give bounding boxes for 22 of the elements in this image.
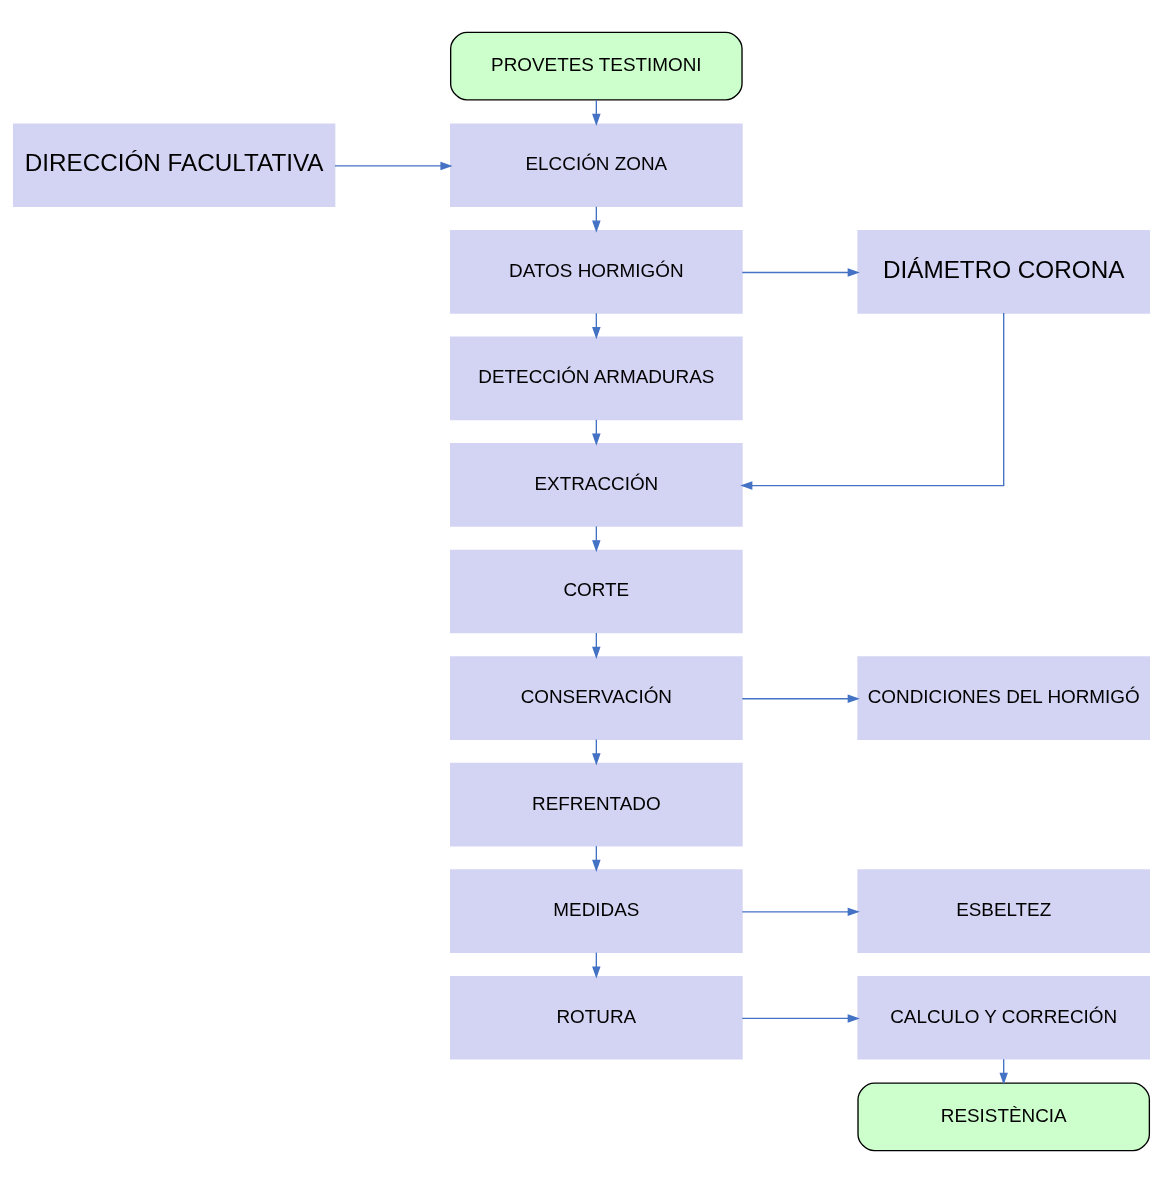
node-box: EXTRACCIÓN bbox=[450, 443, 743, 527]
node-box: DATOS HORMIGÓN bbox=[450, 230, 743, 314]
node-box: ELCCIÓN ZONA bbox=[450, 123, 743, 208]
node-box: PROVETES TESTIMONI bbox=[450, 31, 743, 101]
node-box: DIÁMETRO CORONA bbox=[857, 230, 1151, 314]
node-box: DETECCIÓN ARMADURAS bbox=[450, 336, 743, 421]
node-box: ESBELTEZ bbox=[857, 869, 1151, 953]
arrow bbox=[741, 268, 860, 277]
node-box: DIRECCIÓN FACULTATIVA bbox=[12, 123, 336, 208]
arrow bbox=[741, 1014, 860, 1023]
node-box: CONSERVACIÓN bbox=[450, 656, 743, 740]
arrow bbox=[741, 907, 860, 917]
node-box: MEDIDAS bbox=[450, 869, 743, 953]
node-box: RESISTÈNCIA bbox=[857, 1082, 1151, 1152]
node-box: CONDICIONES DEL HORMIGÓ bbox=[857, 656, 1151, 740]
arrow bbox=[334, 161, 453, 171]
node-box: ROTURA bbox=[450, 975, 743, 1060]
node-box: REFRENTADO bbox=[450, 762, 743, 847]
arrow bbox=[741, 694, 860, 703]
node-box: CORTE bbox=[450, 549, 743, 634]
node-box: CALCULO Y CORRECIÓN bbox=[857, 975, 1151, 1060]
arrow bbox=[740, 312, 1005, 490]
